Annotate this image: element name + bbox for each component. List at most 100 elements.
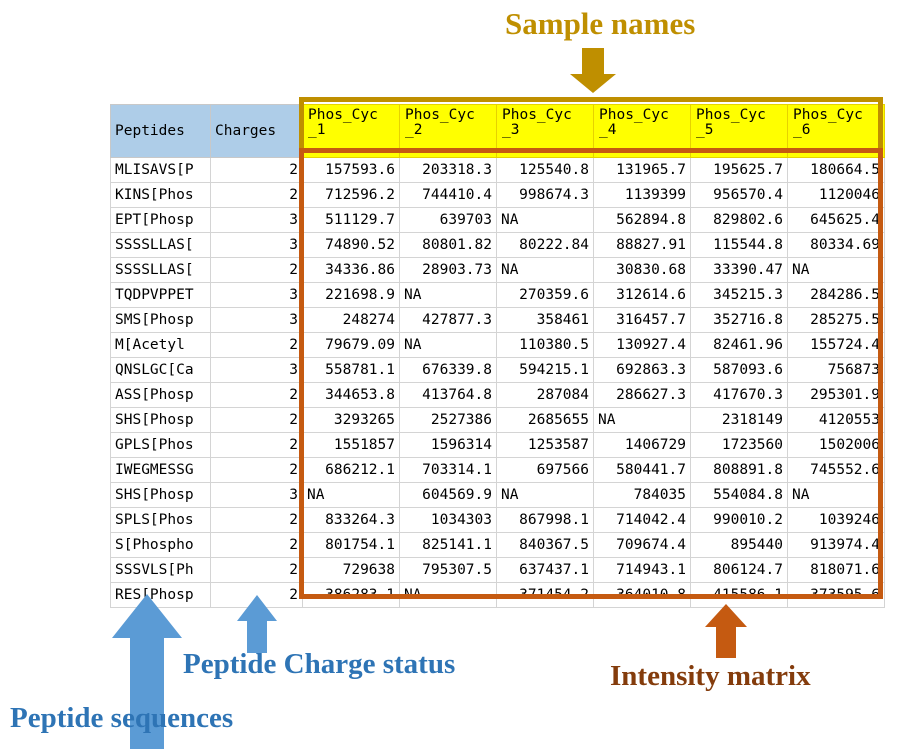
cell-charge[interactable]: 2 bbox=[210, 557, 303, 583]
cell-peptide[interactable]: M[Acetyl bbox=[110, 332, 211, 358]
cell-peptide[interactable]: QNSLGC[Ca bbox=[110, 357, 211, 383]
cell-intensity-sample-2[interactable]: 795307.5 bbox=[399, 557, 497, 583]
column-header-peptides[interactable]: Peptides bbox=[110, 104, 211, 158]
column-header-sample-1[interactable]: Phos_Cyc _1 bbox=[302, 104, 400, 158]
cell-charge[interactable]: 2 bbox=[210, 182, 303, 208]
cell-intensity-sample-3[interactable]: 697566 bbox=[496, 457, 594, 483]
cell-intensity-sample-5[interactable]: 956570.4 bbox=[690, 182, 788, 208]
cell-intensity-sample-5[interactable]: 554084.8 bbox=[690, 482, 788, 508]
cell-intensity-sample-2[interactable]: NA bbox=[399, 332, 497, 358]
cell-peptide[interactable]: SMS[Phosp bbox=[110, 307, 211, 333]
cell-intensity-sample-2[interactable]: 744410.4 bbox=[399, 182, 497, 208]
cell-peptide[interactable]: IWEGMESSG bbox=[110, 457, 211, 483]
cell-intensity-sample-4[interactable]: 1406729 bbox=[593, 432, 691, 458]
cell-intensity-sample-1[interactable]: 386283.1 bbox=[302, 582, 400, 608]
cell-charge[interactable]: 3 bbox=[210, 232, 303, 258]
cell-peptide[interactable]: MLISAVS[P bbox=[110, 157, 211, 183]
cell-peptide[interactable]: KINS[Phos bbox=[110, 182, 211, 208]
cell-intensity-sample-3[interactable]: 287084 bbox=[496, 382, 594, 408]
cell-charge[interactable]: 3 bbox=[210, 207, 303, 233]
cell-intensity-sample-6[interactable]: 645625.4 bbox=[787, 207, 885, 233]
cell-intensity-sample-2[interactable]: 28903.73 bbox=[399, 257, 497, 283]
cell-peptide[interactable]: TQDPVPPET bbox=[110, 282, 211, 308]
cell-intensity-sample-6[interactable]: 913974.4 bbox=[787, 532, 885, 558]
cell-intensity-sample-2[interactable]: 427877.3 bbox=[399, 307, 497, 333]
cell-charge[interactable]: 2 bbox=[210, 457, 303, 483]
cell-intensity-sample-6[interactable]: 1502006 bbox=[787, 432, 885, 458]
cell-charge[interactable]: 3 bbox=[210, 307, 303, 333]
cell-charge[interactable]: 3 bbox=[210, 282, 303, 308]
cell-intensity-sample-4[interactable]: 580441.7 bbox=[593, 457, 691, 483]
cell-charge[interactable]: 2 bbox=[210, 157, 303, 183]
cell-intensity-sample-4[interactable]: 286627.3 bbox=[593, 382, 691, 408]
column-header-charges[interactable]: Charges bbox=[210, 104, 303, 158]
cell-intensity-sample-4[interactable]: 714042.4 bbox=[593, 507, 691, 533]
cell-intensity-sample-6[interactable]: 1039246 bbox=[787, 507, 885, 533]
cell-intensity-sample-3[interactable]: NA bbox=[496, 482, 594, 508]
cell-intensity-sample-2[interactable]: 203318.3 bbox=[399, 157, 497, 183]
cell-intensity-sample-1[interactable]: 558781.1 bbox=[302, 357, 400, 383]
cell-intensity-sample-6[interactable]: 4120553 bbox=[787, 407, 885, 433]
cell-intensity-sample-4[interactable]: 714943.1 bbox=[593, 557, 691, 583]
cell-intensity-sample-3[interactable]: 998674.3 bbox=[496, 182, 594, 208]
cell-intensity-sample-4[interactable]: 30830.68 bbox=[593, 257, 691, 283]
cell-intensity-sample-1[interactable]: 79679.09 bbox=[302, 332, 400, 358]
cell-intensity-sample-5[interactable]: 990010.2 bbox=[690, 507, 788, 533]
cell-intensity-sample-3[interactable]: 358461 bbox=[496, 307, 594, 333]
cell-intensity-sample-2[interactable]: 676339.8 bbox=[399, 357, 497, 383]
cell-intensity-sample-1[interactable]: 157593.6 bbox=[302, 157, 400, 183]
cell-intensity-sample-5[interactable]: 417670.3 bbox=[690, 382, 788, 408]
cell-intensity-sample-6[interactable]: 1120046 bbox=[787, 182, 885, 208]
cell-intensity-sample-1[interactable]: 511129.7 bbox=[302, 207, 400, 233]
cell-intensity-sample-4[interactable]: 316457.7 bbox=[593, 307, 691, 333]
cell-peptide[interactable]: ASS[Phosp bbox=[110, 382, 211, 408]
cell-charge[interactable]: 2 bbox=[210, 432, 303, 458]
cell-intensity-sample-5[interactable]: 2318149 bbox=[690, 407, 788, 433]
cell-intensity-sample-4[interactable]: 131965.7 bbox=[593, 157, 691, 183]
cell-intensity-sample-3[interactable]: 2685655 bbox=[496, 407, 594, 433]
cell-intensity-sample-5[interactable]: 352716.8 bbox=[690, 307, 788, 333]
cell-intensity-sample-6[interactable]: 295301.9 bbox=[787, 382, 885, 408]
cell-intensity-sample-5[interactable]: 345215.3 bbox=[690, 282, 788, 308]
cell-intensity-sample-2[interactable]: 604569.9 bbox=[399, 482, 497, 508]
cell-intensity-sample-5[interactable]: 195625.7 bbox=[690, 157, 788, 183]
cell-intensity-sample-6[interactable]: 285275.5 bbox=[787, 307, 885, 333]
cell-intensity-sample-2[interactable]: 413764.8 bbox=[399, 382, 497, 408]
cell-intensity-sample-6[interactable]: NA bbox=[787, 482, 885, 508]
cell-intensity-sample-5[interactable]: 806124.7 bbox=[690, 557, 788, 583]
cell-intensity-sample-6[interactable]: 284286.5 bbox=[787, 282, 885, 308]
cell-intensity-sample-6[interactable]: 373595.6 bbox=[787, 582, 885, 608]
cell-charge[interactable]: 2 bbox=[210, 407, 303, 433]
cell-intensity-sample-6[interactable]: NA bbox=[787, 257, 885, 283]
peptide-intensity-table[interactable]: Peptides Charges Phos_Cyc _1 Phos_Cyc _2… bbox=[110, 104, 885, 608]
cell-intensity-sample-4[interactable]: 784035 bbox=[593, 482, 691, 508]
cell-intensity-sample-6[interactable]: 745552.6 bbox=[787, 457, 885, 483]
cell-intensity-sample-4[interactable]: 1139399 bbox=[593, 182, 691, 208]
cell-intensity-sample-1[interactable]: 729638 bbox=[302, 557, 400, 583]
cell-charge[interactable]: 3 bbox=[210, 357, 303, 383]
cell-intensity-sample-3[interactable]: NA bbox=[496, 257, 594, 283]
cell-intensity-sample-3[interactable]: 110380.5 bbox=[496, 332, 594, 358]
cell-intensity-sample-1[interactable]: 248274 bbox=[302, 307, 400, 333]
cell-intensity-sample-6[interactable]: 155724.4 bbox=[787, 332, 885, 358]
cell-intensity-sample-4[interactable]: 562894.8 bbox=[593, 207, 691, 233]
cell-intensity-sample-4[interactable]: 709674.4 bbox=[593, 532, 691, 558]
cell-intensity-sample-4[interactable]: NA bbox=[593, 407, 691, 433]
cell-intensity-sample-5[interactable]: 587093.6 bbox=[690, 357, 788, 383]
cell-intensity-sample-1[interactable]: 74890.52 bbox=[302, 232, 400, 258]
column-header-sample-2[interactable]: Phos_Cyc _2 bbox=[399, 104, 497, 158]
cell-intensity-sample-1[interactable]: 833264.3 bbox=[302, 507, 400, 533]
cell-peptide[interactable]: SHS[Phosp bbox=[110, 482, 211, 508]
